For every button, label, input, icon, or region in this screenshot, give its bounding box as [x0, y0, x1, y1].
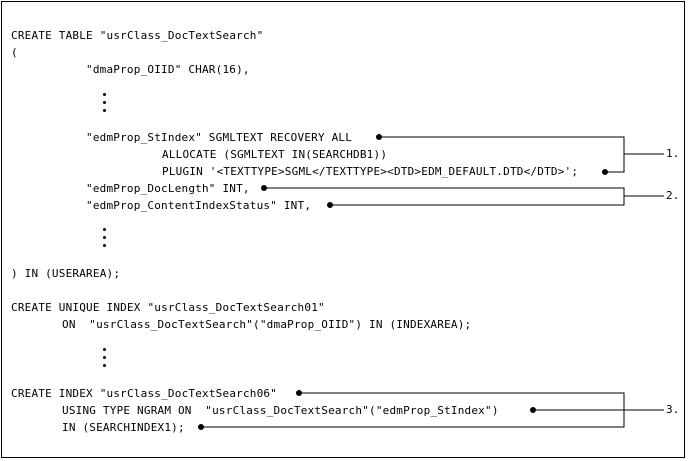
- code-line: "edmProp_DocLength" INT,: [86, 182, 250, 195]
- code-line: USING TYPE NGRAM ON "usrClass_DocTextSea…: [62, 404, 499, 417]
- ellipsis-vertical: [103, 93, 107, 117]
- code-line: "edmProp_StIndex" SGMLTEXT RECOVERY ALL: [86, 131, 353, 144]
- code-line: IN (SEARCHINDEX1);: [62, 421, 185, 434]
- code-line: ) IN (USERAREA);: [11, 267, 121, 280]
- code-line: "dmaProp_OIID" CHAR(16),: [86, 63, 250, 76]
- callout-bracket-2: [261, 185, 664, 208]
- callout-label-3: 3.: [666, 403, 680, 416]
- ellipsis-vertical: [103, 228, 107, 252]
- code-line: PLUGIN '<TEXTTYPE>SGML</TEXTTYPE><DTD>ED…: [162, 165, 579, 178]
- code-line: (: [11, 46, 18, 59]
- callout-bracket-3: [198, 390, 664, 430]
- code-line: ALLOCATE (SGMLTEXT IN(SEARCHDB1)): [162, 148, 388, 161]
- callout-bracket-1: [376, 134, 664, 175]
- code-line: CREATE UNIQUE INDEX "usrClass_DocTextSea…: [11, 301, 325, 314]
- ellipsis-vertical: [103, 348, 107, 372]
- code-line: CREATE TABLE "usrClass_DocTextSearch": [11, 29, 264, 42]
- callout-label-1: 1.: [666, 147, 680, 160]
- code-line: ON "usrClass_DocTextSearch"("dmaProp_OII…: [62, 318, 472, 331]
- callout-label-2: 2.: [666, 189, 680, 202]
- code-line: CREATE INDEX "usrClass_DocTextSearch06": [11, 387, 278, 400]
- code-line: "edmProp_ContentIndexStatus" INT,: [86, 199, 312, 212]
